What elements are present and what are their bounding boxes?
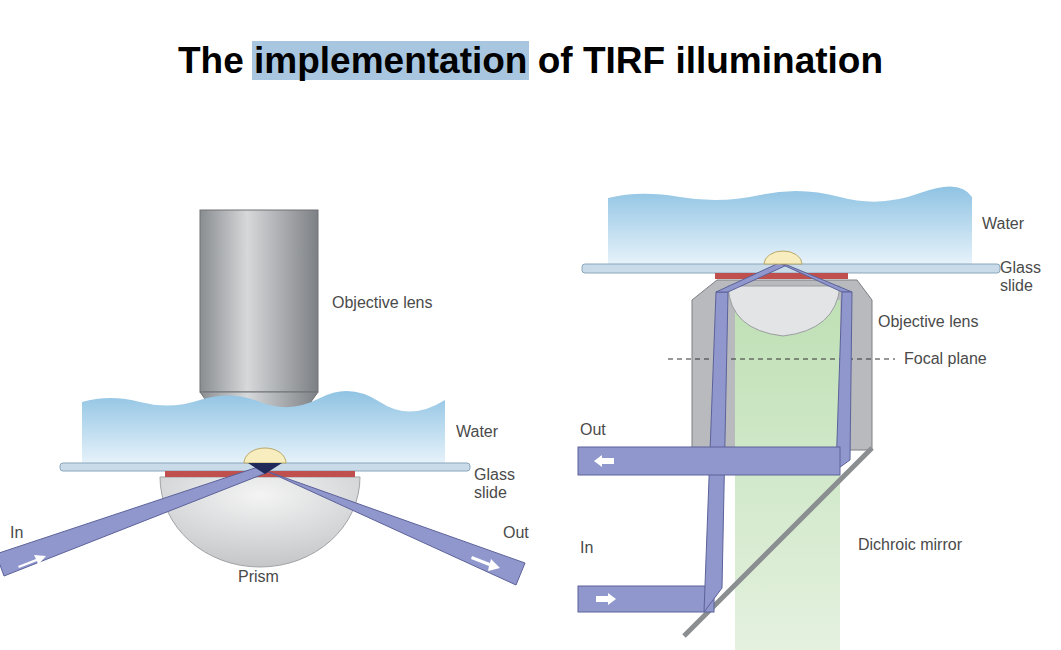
part-label: In [10,524,23,542]
part-label: Prism [238,568,279,586]
part-label: Glass slide [474,466,520,501]
objective-tirf [578,186,1000,650]
part-label: Out [503,524,529,542]
part-label: In [580,539,593,557]
part-label: Water [982,215,1024,233]
title-text: The implementation of TIRF illumination [178,40,883,81]
part-label: Focal plane [904,350,987,368]
part-label: Dichroic mirror [858,536,962,554]
part-label: Out [580,421,606,439]
part-label: Objective lens [878,313,979,331]
part-label: Objective lens [332,294,433,312]
part-label: Glass slide [1000,259,1046,294]
prism-tirf [0,210,525,585]
part-label: Water [456,423,498,441]
slide-title: The implementation of TIRF illumination [0,40,1061,82]
